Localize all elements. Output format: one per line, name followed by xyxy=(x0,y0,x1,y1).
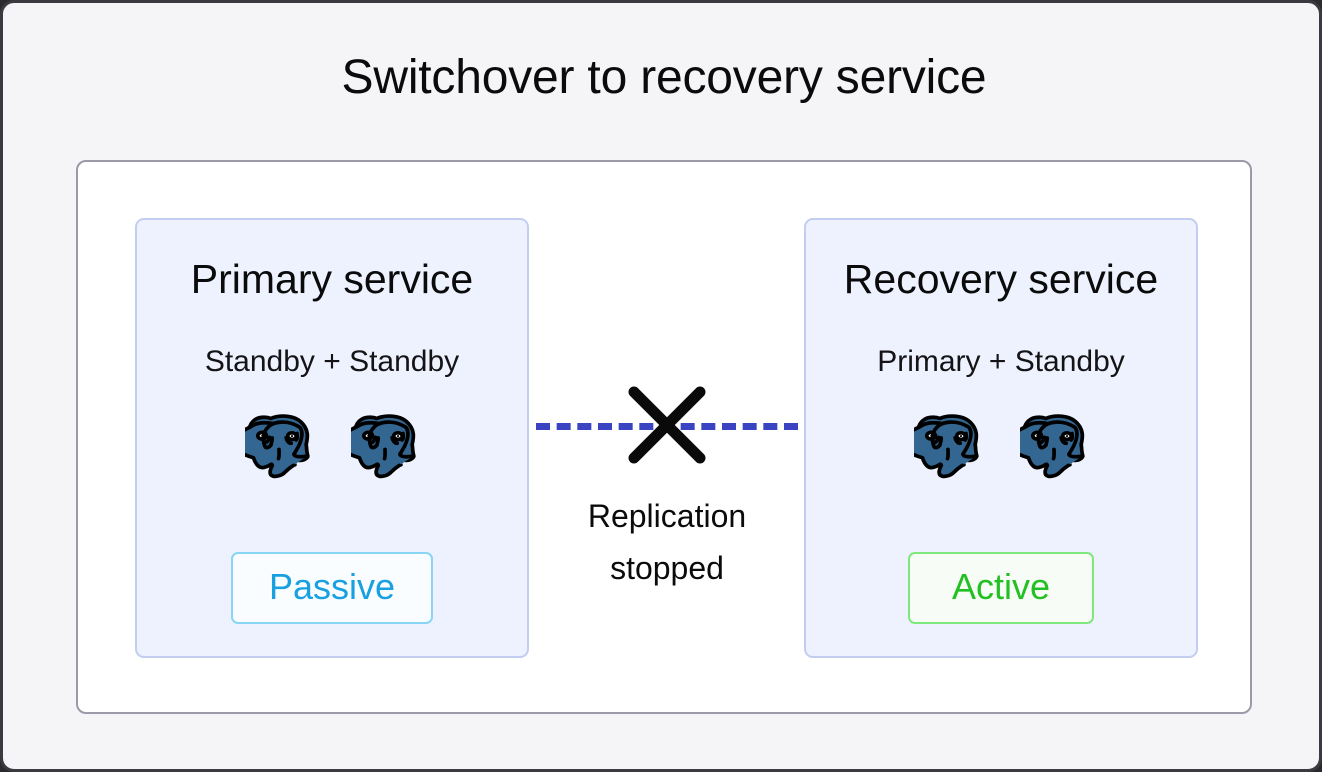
recovery-service-subtitle: Primary + Standby xyxy=(877,345,1125,378)
primary-service-box: Primary service Standby + Standby xyxy=(135,218,529,658)
primary-service-subtitle: Standby + Standby xyxy=(204,345,460,378)
status-badge-passive: Passive xyxy=(231,552,433,624)
recovery-service-title: Recovery service xyxy=(843,256,1159,302)
postgresql-elephant-icon xyxy=(351,413,419,483)
primary-service-title: Primary service xyxy=(190,256,474,302)
replication-link xyxy=(536,386,798,464)
postgresql-elephant-icon xyxy=(1020,413,1088,483)
primary-node-row xyxy=(137,413,527,483)
replication-label-line2: stopped xyxy=(610,550,724,586)
replication-label-line1: Replication xyxy=(587,498,747,534)
diagram-panel: Primary service Standby + Standby xyxy=(76,160,1252,714)
postgresql-elephant-icon xyxy=(914,413,982,483)
x-cross-icon xyxy=(628,386,706,464)
recovery-service-box: Recovery service Primary + Standby xyxy=(804,218,1198,658)
postgresql-elephant-icon xyxy=(245,413,313,483)
status-badge-active: Active xyxy=(908,552,1094,624)
page-title: Switchover to recovery service xyxy=(341,51,987,104)
recovery-node-row xyxy=(806,413,1196,483)
replication-status-label: Replication stopped xyxy=(529,490,805,594)
